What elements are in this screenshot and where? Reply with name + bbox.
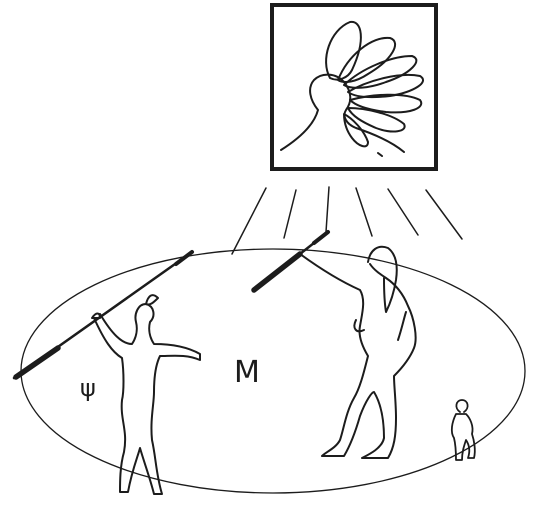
small-child-figure xyxy=(452,400,475,460)
woman-hair xyxy=(368,247,397,312)
label-m: M xyxy=(234,355,260,390)
framed-plumed-head xyxy=(272,5,436,169)
woman-body xyxy=(300,254,416,458)
right-spear-tip xyxy=(254,254,300,290)
label-psi: ψ xyxy=(80,374,96,402)
ground-ellipse xyxy=(21,249,525,493)
child-body xyxy=(452,414,475,460)
left-figure-spear-thrower xyxy=(14,252,200,494)
right-spear-butt xyxy=(314,232,328,243)
right-figure-woman xyxy=(254,232,416,458)
left-figure-feather xyxy=(146,295,158,304)
left-figure-body xyxy=(94,304,200,494)
woman-arm-gap xyxy=(398,312,406,340)
radiating-lines xyxy=(232,187,462,254)
left-spear-tip xyxy=(16,348,58,377)
child-head xyxy=(456,400,467,412)
left-figure-hand xyxy=(92,314,100,319)
